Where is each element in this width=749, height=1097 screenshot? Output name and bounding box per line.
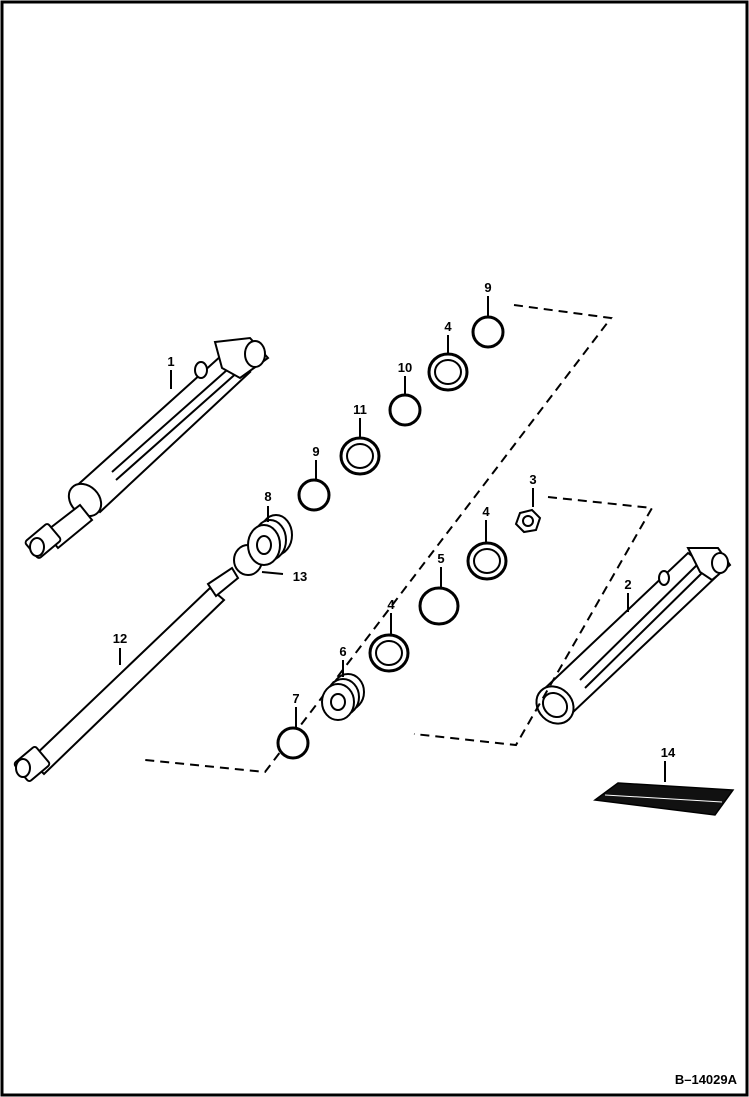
callout-2: 2 <box>624 577 631 592</box>
ring-9-top <box>471 315 505 349</box>
callout-4-top: 4 <box>444 319 452 334</box>
callout-9-top: 9 <box>484 280 491 295</box>
decal-part <box>593 782 735 816</box>
callout-12: 12 <box>113 631 127 646</box>
kit-outline-upper <box>144 304 613 774</box>
piston-part-8 <box>247 514 293 566</box>
callout-7: 7 <box>292 691 299 706</box>
callout-1: 1 <box>167 354 174 369</box>
callout-14: 14 <box>661 745 676 760</box>
ring-7 <box>276 726 310 760</box>
ring-5 <box>418 586 460 626</box>
callout-4-mid: 4 <box>482 504 490 519</box>
rod-part <box>13 566 240 782</box>
callout-4-low: 4 <box>387 597 395 612</box>
nut-part-3 <box>514 508 542 534</box>
leader-lines <box>119 296 666 782</box>
callout-labels: 1 2 3 9 4 10 11 9 8 4 5 4 6 7 12 13 14 <box>113 280 676 760</box>
barrel-upper-part <box>24 336 270 559</box>
callout-5: 5 <box>437 551 444 566</box>
seal-rings <box>233 315 508 760</box>
ring-4-mid-inner <box>473 548 501 574</box>
kit-outline-lower <box>413 496 654 747</box>
ring-4-top-inner <box>434 359 462 385</box>
callout-9-mid: 9 <box>312 444 319 459</box>
callout-6: 6 <box>339 644 346 659</box>
callout-11: 11 <box>353 402 367 417</box>
piston-part-6 <box>321 673 365 721</box>
ring-10 <box>388 393 422 427</box>
callout-3: 3 <box>529 472 536 487</box>
figure-id: B–14029A <box>675 1072 738 1087</box>
callout-8: 8 <box>264 489 271 504</box>
ring-11-inner <box>346 443 374 469</box>
ring-9-mid <box>297 478 331 512</box>
barrel-lower-part <box>535 547 732 725</box>
ring-4-low-inner <box>375 640 403 666</box>
callout-13: 13 <box>293 569 307 584</box>
callout-10: 10 <box>398 360 412 375</box>
